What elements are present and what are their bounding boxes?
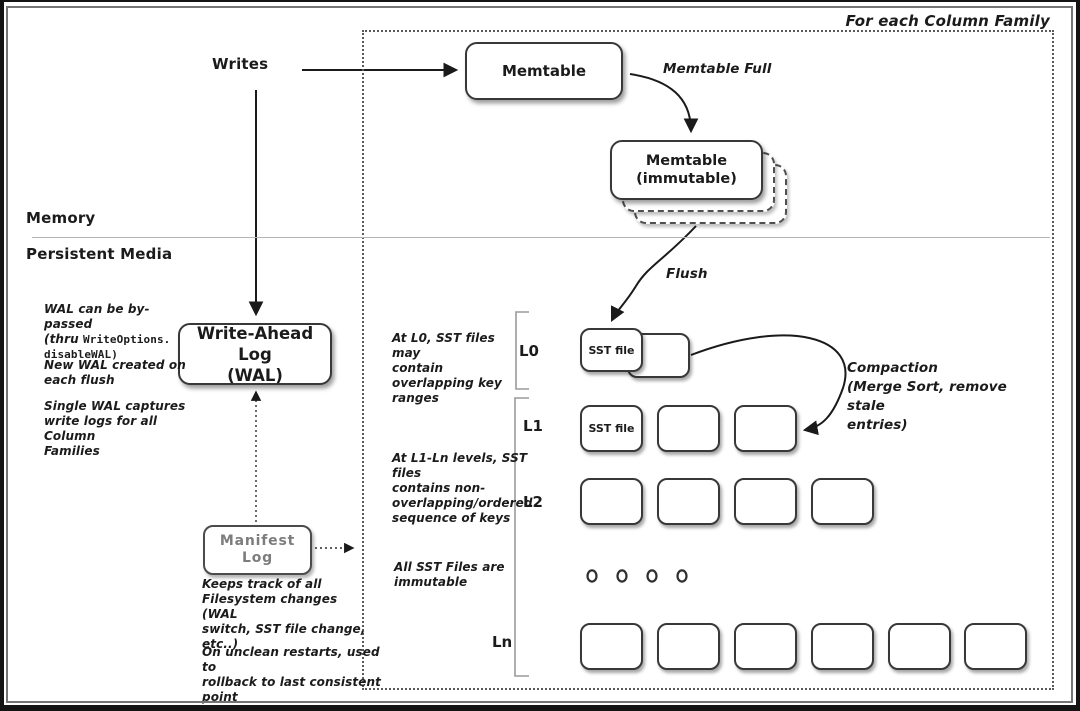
sst-box-ln-3 bbox=[734, 623, 797, 670]
sst-box-ln-6 bbox=[964, 623, 1027, 670]
memory-section-label: Memory bbox=[26, 209, 96, 227]
memory-persistent-divider bbox=[32, 237, 1050, 238]
memtable-box: Memtable bbox=[465, 42, 623, 100]
memtable-full-arrow bbox=[629, 73, 699, 134]
manifest-keeps-note: Keeps track of all Filesystem changes (W… bbox=[202, 577, 366, 651]
wal-bypass-line1: WAL can be by-passed bbox=[44, 302, 150, 331]
flush-label: Flush bbox=[666, 266, 708, 282]
sst-box-ln-5 bbox=[888, 623, 951, 670]
l1-ln-bracket bbox=[514, 397, 529, 677]
writes-label: Writes bbox=[212, 55, 269, 73]
sst-box-l0-1: SST file bbox=[580, 328, 643, 372]
compaction-label: Compaction (Merge Sort, remove stale ent… bbox=[847, 360, 1007, 433]
column-family-container bbox=[362, 30, 1054, 690]
immutable-memtable-box: Memtable (immutable) bbox=[610, 140, 763, 200]
manifest-log-box: Manifest Log bbox=[203, 525, 312, 575]
manifest-restart-note: On unclean restarts, used to rollback to… bbox=[202, 645, 381, 704]
compaction-arrow bbox=[690, 334, 847, 436]
l0-bracket bbox=[515, 311, 529, 390]
wal-single-note: Single WAL captures write logs for all C… bbox=[44, 399, 186, 458]
sst-box-ln-2 bbox=[657, 623, 720, 670]
sst-box-l2-3 bbox=[734, 478, 797, 525]
wal-bypass-code2: disableWAL) bbox=[44, 348, 118, 361]
persistent-media-section-label: Persistent Media bbox=[26, 245, 173, 263]
level-l2-label: L2 bbox=[523, 493, 543, 511]
sst-box-l2-2 bbox=[657, 478, 720, 525]
sst-box-l2-1 bbox=[580, 478, 643, 525]
level-ln-label: Ln bbox=[492, 633, 513, 651]
sst-box-l1-2 bbox=[657, 405, 720, 452]
sst-box-ln-4 bbox=[811, 623, 874, 670]
wal-new-note: New WAL created on each flush bbox=[44, 358, 186, 387]
levels-ellipsis-dots bbox=[586, 569, 688, 583]
sst-immutable-note: All SST Files are immutable bbox=[394, 560, 505, 589]
wal-box: Write-Ahead Log (WAL) bbox=[178, 323, 332, 385]
sst-box-ln-1 bbox=[580, 623, 643, 670]
sst-box-l1-3 bbox=[734, 405, 797, 452]
wal-bypass-prefix: (thru bbox=[44, 332, 84, 346]
sst-box-l2-4 bbox=[811, 478, 874, 525]
l0-note: At L0, SST files may contain overlapping… bbox=[392, 331, 502, 405]
memtable-full-label: Memtable Full bbox=[663, 61, 772, 77]
level-l0-label: L0 bbox=[519, 342, 539, 360]
column-family-title: For each Column Family bbox=[845, 12, 1050, 30]
level-l1-label: L1 bbox=[523, 417, 543, 435]
l1-ln-note: At L1-Ln levels, SST files contains non-… bbox=[392, 451, 533, 525]
wal-bypass-code1: WriteOptions. bbox=[83, 333, 171, 346]
flush-arrow bbox=[610, 225, 697, 323]
sst-box-l1-1: SST file bbox=[580, 405, 643, 452]
wal-bypass-note: WAL can be by-passed (thru WriteOptions.… bbox=[44, 302, 194, 362]
